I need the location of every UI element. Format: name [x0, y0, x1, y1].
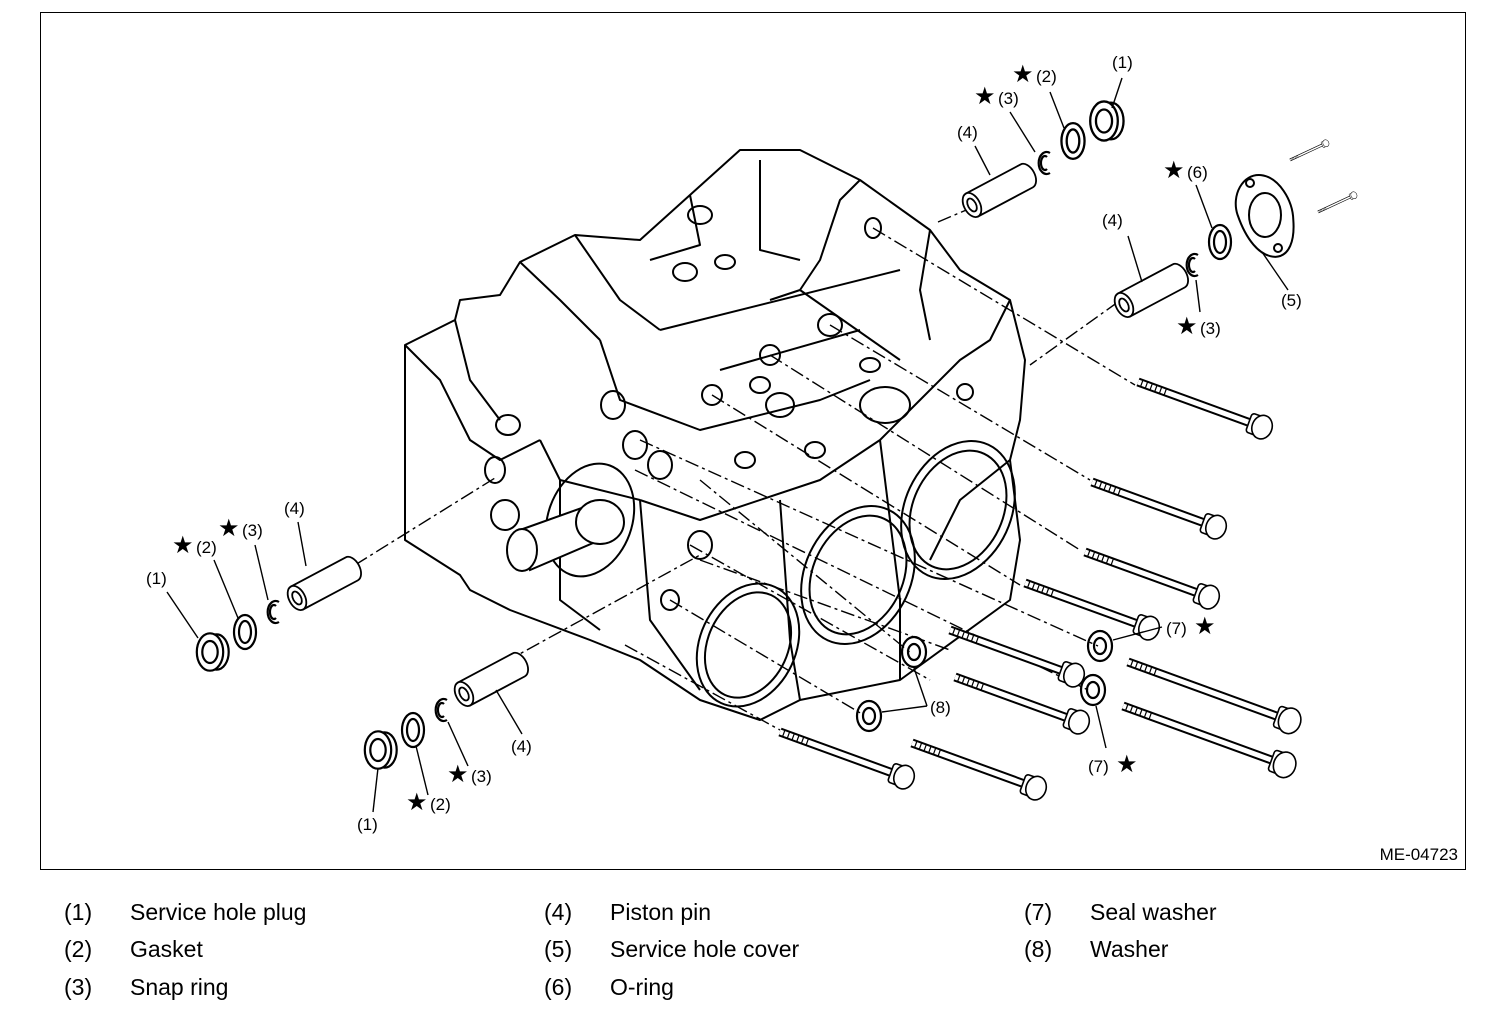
callout-3-right: (3) — [1200, 319, 1221, 338]
piston-pin-left — [282, 552, 366, 615]
figure-id: ME-04723 — [1379, 845, 1458, 864]
callout-4-left: (4) — [284, 499, 305, 518]
legend-label: Service hole plug — [130, 899, 307, 925]
callout-3-bottom: (3) — [471, 767, 492, 786]
gasket-top — [1060, 121, 1086, 161]
cylinder-bores — [484, 205, 1016, 708]
legend-label: Snap ring — [130, 974, 229, 1000]
washer-upper — [900, 635, 928, 669]
callout-star: ★ — [1163, 157, 1185, 184]
service-hole-cover — [1234, 174, 1295, 258]
callout-labels: (1) ★ (2) ★ (3) (4) ★ (6) (4) (5) ★ (3) … — [146, 53, 1302, 834]
callout-8: (8) — [930, 698, 951, 717]
legend-label: Washer — [1090, 936, 1169, 962]
diagram-frame — [40, 12, 1466, 870]
service-hole-plug-left — [195, 632, 230, 672]
legend-number: (8) — [1024, 936, 1053, 962]
seal-washer-upper — [1086, 629, 1114, 663]
alignment-lines — [354, 204, 1136, 731]
gasket-left — [232, 613, 258, 651]
parts-legend: (1) Service hole plug (2) Gasket (3) Sna… — [0, 893, 1504, 1023]
callout-star: ★ — [1176, 313, 1198, 340]
callout-3-top: (3) — [998, 89, 1019, 108]
legend-number: (2) — [64, 936, 93, 962]
service-hole-plug-bottom — [363, 730, 398, 770]
legend-number: (4) — [544, 899, 573, 925]
leader-lines — [166, 77, 1289, 813]
callout-2-bottom: (2) — [430, 795, 451, 814]
callout-4-bottom: (4) — [511, 737, 532, 756]
gasket-bottom — [400, 711, 426, 749]
crankcase-body — [404, 149, 1026, 721]
bolts — [776, 371, 1305, 803]
service-hole-plug-top — [1089, 100, 1125, 142]
legend-number: (5) — [544, 936, 573, 962]
callout-star: ★ — [1116, 751, 1138, 778]
legend-label: O-ring — [610, 974, 674, 1000]
callout-1-bottom: (1) — [357, 815, 378, 834]
legend-number: (7) — [1024, 899, 1053, 925]
o-ring-right — [1207, 223, 1233, 261]
exploded-view-diagram: (1) ★ (2) ★ (3) (4) ★ (6) (4) (5) ★ (3) … — [146, 53, 1360, 834]
callout-star: ★ — [974, 83, 996, 110]
piston-pin-right — [1109, 259, 1193, 322]
callout-star: ★ — [172, 532, 194, 559]
snap-ring-left — [266, 599, 281, 625]
callout-star: ★ — [1194, 613, 1216, 640]
callout-1-left: (1) — [146, 569, 167, 588]
callout-6-right: (6) — [1187, 163, 1208, 182]
crankshaft-stub — [506, 499, 625, 572]
legend-label: Gasket — [130, 936, 203, 962]
legend-label: Service hole cover — [610, 936, 800, 962]
callout-5-right: (5) — [1281, 291, 1302, 310]
callout-3-left: (3) — [242, 521, 263, 540]
piston-pin-top — [957, 159, 1041, 222]
legend-number: (1) — [64, 899, 93, 925]
legend-number: (6) — [544, 974, 573, 1000]
callout-star: ★ — [1012, 61, 1034, 88]
callout-4-right: (4) — [1102, 211, 1123, 230]
callout-7-upper: (7) — [1166, 619, 1187, 638]
callout-2-left: (2) — [196, 538, 217, 557]
cover-screws — [1287, 137, 1360, 217]
callout-4-top: (4) — [957, 123, 978, 142]
snap-ring-bottom — [434, 697, 449, 723]
callout-star: ★ — [406, 789, 428, 816]
callout-2-top: (2) — [1036, 67, 1057, 86]
callout-1-top: (1) — [1112, 53, 1133, 72]
callout-star: ★ — [218, 515, 240, 542]
seal-washer-lower — [1079, 673, 1107, 707]
piston-pin-bottom — [449, 648, 533, 711]
washer-lower — [855, 699, 883, 733]
callout-7-lower: (7) — [1088, 757, 1109, 776]
callout-star: ★ — [447, 761, 469, 788]
legend-number: (3) — [64, 974, 93, 1000]
snap-ring-top — [1037, 150, 1052, 176]
legend-label: Piston pin — [610, 899, 712, 925]
legend-label: Seal washer — [1090, 899, 1217, 925]
snap-ring-right — [1185, 252, 1200, 278]
